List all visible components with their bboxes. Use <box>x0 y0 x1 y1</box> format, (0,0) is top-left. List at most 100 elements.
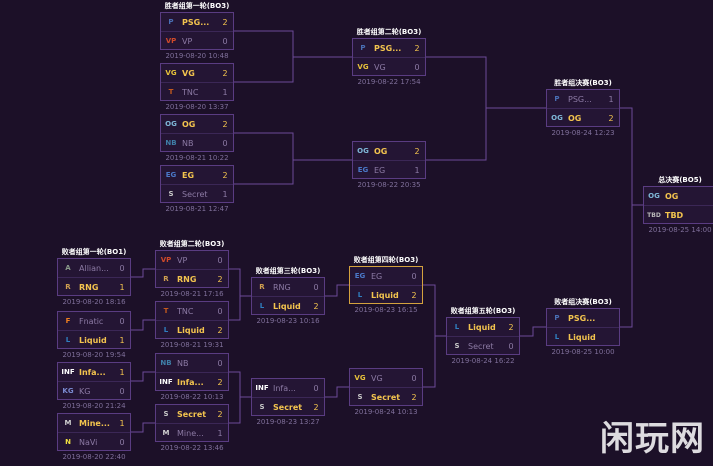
keen-gaming-icon: KG <box>62 387 74 395</box>
team-score: 1 <box>608 94 614 104</box>
match-date: 2019-08-23 13:27 <box>256 418 320 426</box>
og-icon: OG <box>551 114 563 122</box>
team-score: 0 <box>414 62 420 72</box>
team-score: 0 <box>119 263 125 273</box>
team-name: NB <box>177 358 189 368</box>
team-score: 1 <box>414 165 420 175</box>
tnc-icon: T <box>163 307 169 315</box>
liquid-icon: L <box>554 333 560 341</box>
newbee-icon: NB <box>165 139 177 147</box>
team-name: PSG... <box>568 313 596 323</box>
newbee-icon: NB <box>160 359 172 367</box>
team-score: 0 <box>217 358 223 368</box>
team-name: PSG... <box>182 17 210 27</box>
round-title: 败者组第五轮(BO3) <box>450 307 516 315</box>
team-name: Secret <box>273 402 303 412</box>
team-name: RNG <box>79 282 99 292</box>
round-title: 败者组第二轮(BO3) <box>159 240 225 248</box>
match-date: 2019-08-25 14:00 <box>648 226 712 234</box>
team-score: 2 <box>608 113 614 123</box>
team-row[interactable]: NB NB 0 <box>156 354 228 372</box>
match-date: 2019-08-23 10:16 <box>256 317 320 325</box>
team-name: TNC <box>182 87 199 97</box>
og-icon: OG <box>648 192 660 200</box>
team-score: 1 <box>222 87 228 97</box>
team-name: PSG... <box>568 94 592 104</box>
team-score: 0 <box>119 437 125 447</box>
connector-ub1d-ub2b <box>234 159 352 185</box>
round-title: 败者组第四轮(BO3) <box>353 256 419 264</box>
connector-lb1d-lb2d <box>131 422 155 433</box>
team-name: TBD <box>665 210 684 220</box>
vici-gaming-icon: VG <box>357 63 369 71</box>
